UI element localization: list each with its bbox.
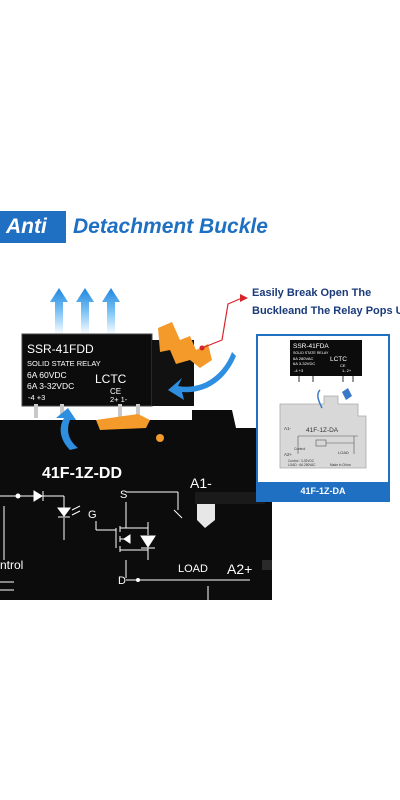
curved-arrow-icon xyxy=(56,408,78,450)
banner-highlight-box: Anti xyxy=(0,211,66,243)
rotation-arrows xyxy=(56,352,236,450)
label-g: G xyxy=(88,509,97,521)
inset-base-load: LOAD xyxy=(338,450,349,455)
inset-relay-spec-1: 6A 280VAC xyxy=(293,356,313,361)
banner-title: Detachment Buckle xyxy=(73,215,268,238)
inset-relay-model: SSR-41FDA xyxy=(293,343,329,350)
inset-relay-spec-2: 6A 3-32VDC xyxy=(293,361,315,366)
up-arrow-icon xyxy=(76,288,94,335)
label-load: LOAD xyxy=(178,563,208,575)
curved-arrow-icon xyxy=(168,352,236,400)
inset-base-info-2: LOAD : 6A 250VAC xyxy=(288,463,316,467)
callout-line-2: Buckleand The Relay Pops Up xyxy=(252,305,400,317)
buckle-bottom xyxy=(96,414,150,430)
buckle-top xyxy=(158,322,212,368)
buckle-clips xyxy=(96,322,212,442)
banner-highlight: Anti xyxy=(6,215,47,238)
inset-panel: SSR-41FDA SOLID STATE RELAY 6A 280VAC 6A… xyxy=(256,334,390,502)
terminal-a2: A2+ xyxy=(227,561,252,577)
inset-schematic xyxy=(297,435,358,454)
inset-relay-pins-right: 1- 2+ xyxy=(342,368,352,373)
relay-spec-2: 6A 3-32VDC xyxy=(27,381,74,391)
inset-base-a2: A2+ xyxy=(284,452,293,457)
label-control: ntrol xyxy=(0,558,23,572)
inset-relay-brand: LCTC xyxy=(330,356,347,363)
label-s: S xyxy=(120,489,127,501)
relay-spec-1: 6A 60VDC xyxy=(27,370,67,380)
inset-base-info-1: Control : 3-32VDC xyxy=(288,459,315,463)
callout-pointer xyxy=(199,294,248,351)
inset-illustration: SSR-41FDA SOLID STATE RELAY 6A 280VAC 6A… xyxy=(279,340,367,469)
relay-pins-left: -4 +3 xyxy=(28,393,45,402)
ce-mark: CE xyxy=(110,387,121,396)
relay-pins-right: 2+ 1- xyxy=(110,395,128,404)
inset-base-control: Control xyxy=(294,447,306,451)
up-arrow-icon xyxy=(102,288,120,335)
base-model: 41F-1Z-DD xyxy=(42,465,122,482)
relay-type: SOLID STATE RELAY xyxy=(27,359,101,368)
relay-base xyxy=(0,410,272,600)
lift-arrows xyxy=(50,288,120,335)
inset-relay-pins-left: -4 +3 xyxy=(294,368,304,373)
inset-base-model: 41F-1Z-DA xyxy=(306,427,339,434)
inset-base-a1: A1- xyxy=(284,426,292,431)
inset-footer: 41F-1Z-DA xyxy=(258,482,388,500)
circuit-schematic xyxy=(0,490,250,600)
relay-model: SSR-41FDD xyxy=(27,342,94,356)
section-banner: Anti Detachment Buckle xyxy=(0,209,300,245)
inset-base-made: Made in China xyxy=(330,463,351,467)
inset-ce-mark: CE xyxy=(340,363,346,368)
inset-relay-type: SOLID STATE RELAY xyxy=(293,351,329,355)
label-d: D xyxy=(118,575,126,587)
terminal-a1: A1- xyxy=(190,475,212,491)
callout-line-1: Easily Break Open The xyxy=(252,287,372,299)
relay-brand: LCTC xyxy=(95,372,127,386)
up-arrow-icon xyxy=(50,288,68,335)
